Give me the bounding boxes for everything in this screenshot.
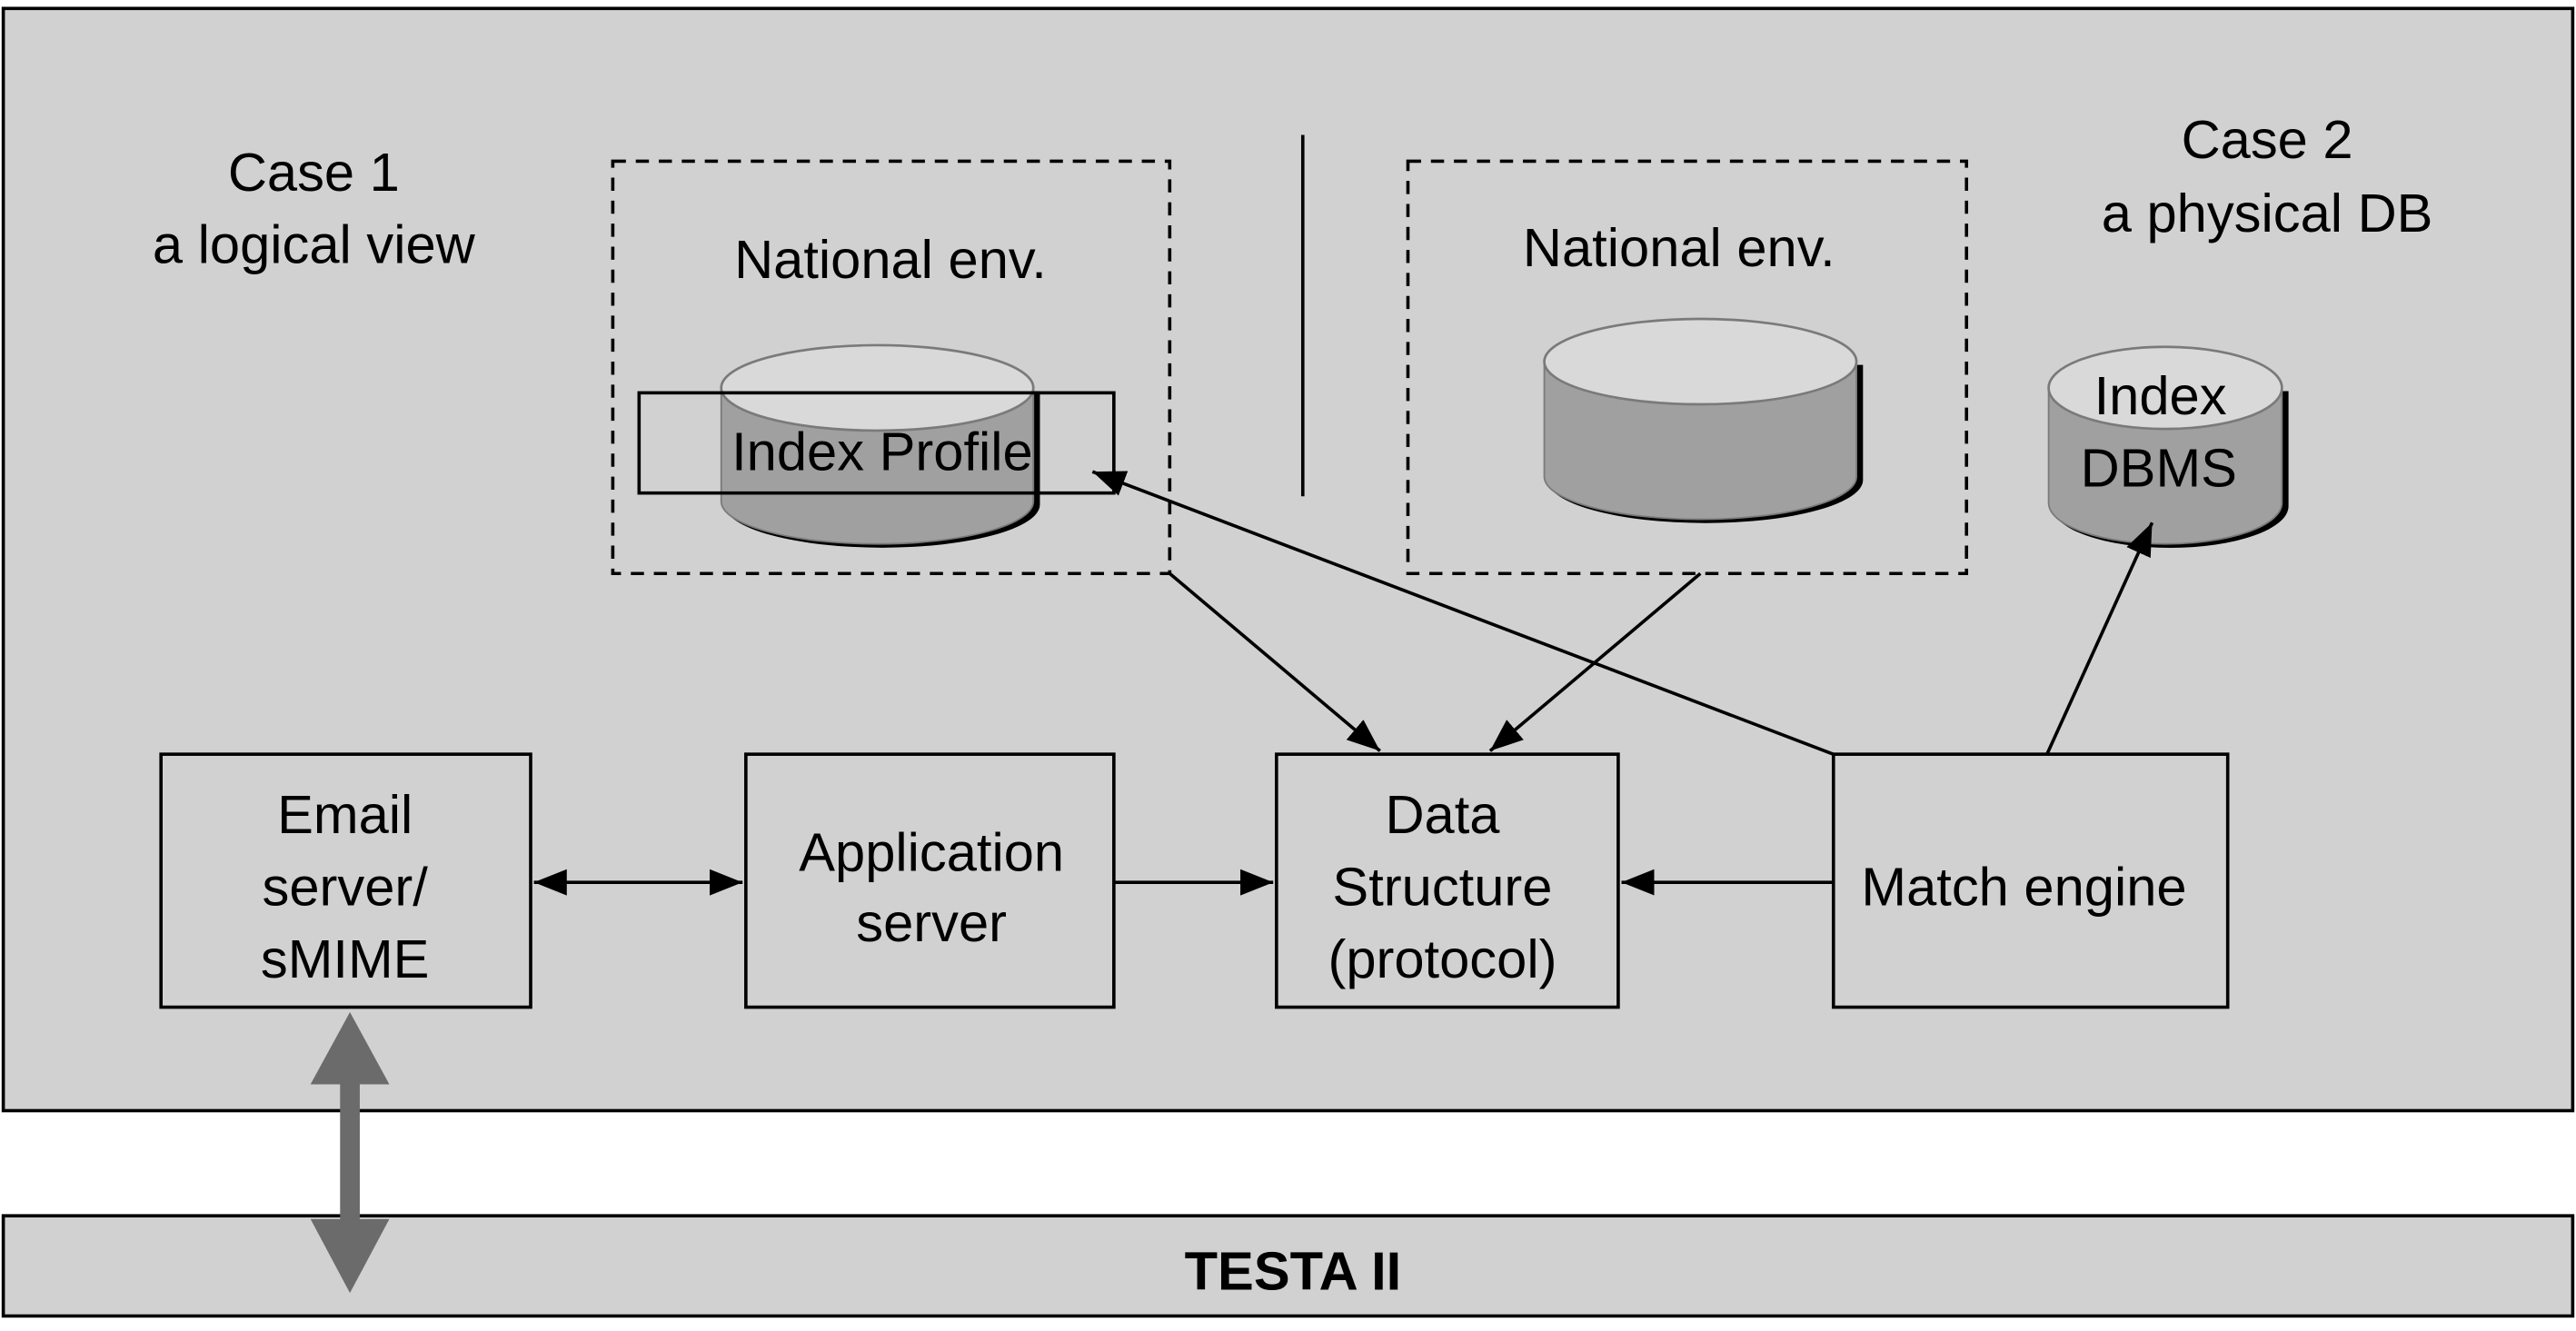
- email-server-line2: server/: [263, 856, 429, 917]
- email-server-line1: Email: [277, 784, 413, 845]
- match-engine-label: Match engine: [1861, 856, 2186, 917]
- case2-subtitle: a physical DB: [2102, 183, 2433, 243]
- application-server-line2: server: [856, 892, 1007, 953]
- arrow-match-indexprofile: [1091, 470, 1835, 756]
- database-cylinder-icon: [720, 343, 1040, 548]
- index-dbms-line1: Index: [2094, 365, 2227, 426]
- arrow-natenv-left-data: [1169, 571, 1381, 752]
- application-server-line1: Application: [799, 822, 1064, 883]
- index-profile-box: Index Profile: [637, 391, 1116, 495]
- database-cylinder-icon: [2047, 345, 2289, 548]
- national-env-left-label: National env.: [734, 229, 1047, 290]
- data-structure-line2: Structure: [1332, 856, 1552, 917]
- data-structure-line3: (protocol): [1328, 929, 1557, 989]
- index-dbms: Index DBMS: [2047, 345, 2289, 548]
- national-env-right: National env.: [1406, 159, 1969, 576]
- application-server-box: Application server: [744, 752, 1116, 1009]
- index-dbms-line2: DBMS: [2081, 437, 2237, 498]
- data-structure-line1: Data: [1385, 784, 1500, 845]
- arrow-match-indexdbms: [2045, 521, 2154, 755]
- case1-label: Case 1 a logical view: [153, 142, 476, 275]
- email-server-line3: sMIME: [261, 929, 430, 989]
- thick-double-arrow-icon: [310, 1011, 390, 1294]
- case2-title: Case 2: [2182, 109, 2353, 170]
- database-cylinder-icon: [1543, 317, 1864, 523]
- case1-title: Case 1: [228, 142, 400, 203]
- testa-network-bar: TESTA II: [1, 1214, 2575, 1318]
- testa-label: TESTA II: [1185, 1241, 1402, 1302]
- national-env-right-label: National env.: [1523, 217, 1835, 278]
- match-engine-box: Match engine: [1831, 752, 2230, 1009]
- national-env-left: National env. Index Profile: [611, 159, 1172, 576]
- case2-label: Case 2 a physical DB: [2102, 109, 2433, 243]
- data-structure-box: Data Structure (protocol): [1275, 752, 1620, 1009]
- index-profile-label: Index Profile: [731, 421, 1033, 482]
- email-server-box: Email server/ sMIME: [159, 752, 532, 1009]
- case1-subtitle: a logical view: [153, 214, 476, 275]
